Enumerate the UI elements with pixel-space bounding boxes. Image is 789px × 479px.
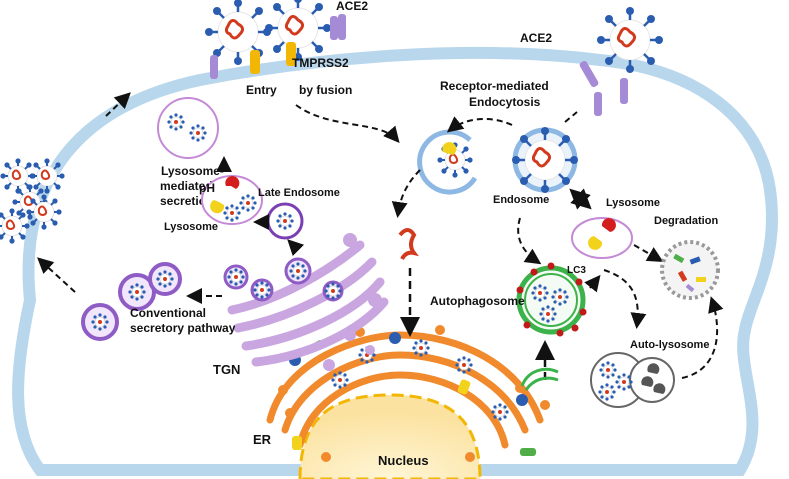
lysosome-mediated-3: secretion bbox=[160, 194, 213, 208]
secretory-vesicles bbox=[81, 257, 344, 341]
lysosome-mediated-2: mediated bbox=[160, 179, 213, 193]
auto-lysosome-label: Auto-lysosome bbox=[630, 339, 709, 351]
cell-membrane bbox=[12, 46, 779, 476]
ace2-right-label: ACE2 bbox=[520, 31, 552, 45]
lysosome-right-label: Lysosome bbox=[606, 197, 660, 209]
nucleus bbox=[298, 393, 482, 479]
entry-label: Entry bbox=[246, 83, 277, 97]
lysosome-mediated-1: Lysosome- bbox=[161, 164, 224, 178]
conventional-label-2: secretory pathway bbox=[130, 321, 236, 335]
ace2-receptors-left bbox=[210, 14, 346, 79]
tmprss2-proteins bbox=[250, 42, 296, 74]
endosome-label: Endosome bbox=[493, 194, 549, 206]
lc3-dots bbox=[516, 262, 587, 337]
conventional-label-1: Conventional bbox=[130, 306, 206, 320]
autophagosome-label: Autophagosome bbox=[430, 294, 525, 308]
ace2-receptors-right bbox=[579, 60, 628, 116]
tgn-label: TGN bbox=[213, 362, 240, 377]
tmprss2-label: TMPRSS2 bbox=[292, 56, 349, 70]
ph-label: pH bbox=[199, 181, 215, 195]
golgi-vesicles bbox=[323, 233, 382, 371]
lysosome-left-label: Lysosome bbox=[164, 221, 218, 233]
golgi-tgn bbox=[227, 240, 389, 367]
late-endosome-label: Late Endosome bbox=[258, 187, 340, 199]
er-label: ER bbox=[253, 432, 272, 447]
rme-label-2: Endocytosis bbox=[469, 95, 541, 109]
lc3-label: LC3 bbox=[567, 265, 586, 276]
degradation-label: Degradation bbox=[654, 215, 718, 227]
lysosome-right bbox=[571, 217, 633, 259]
degradation-fragments bbox=[673, 253, 706, 293]
rme-label-1: Receptor-mediated bbox=[440, 79, 549, 93]
by-fusion-label: by fusion bbox=[299, 83, 352, 97]
lysosome-secretion-vesicle bbox=[157, 97, 219, 159]
ace2-left-label: ACE2 bbox=[336, 0, 368, 13]
nucleus-label: Nucleus bbox=[378, 453, 429, 468]
